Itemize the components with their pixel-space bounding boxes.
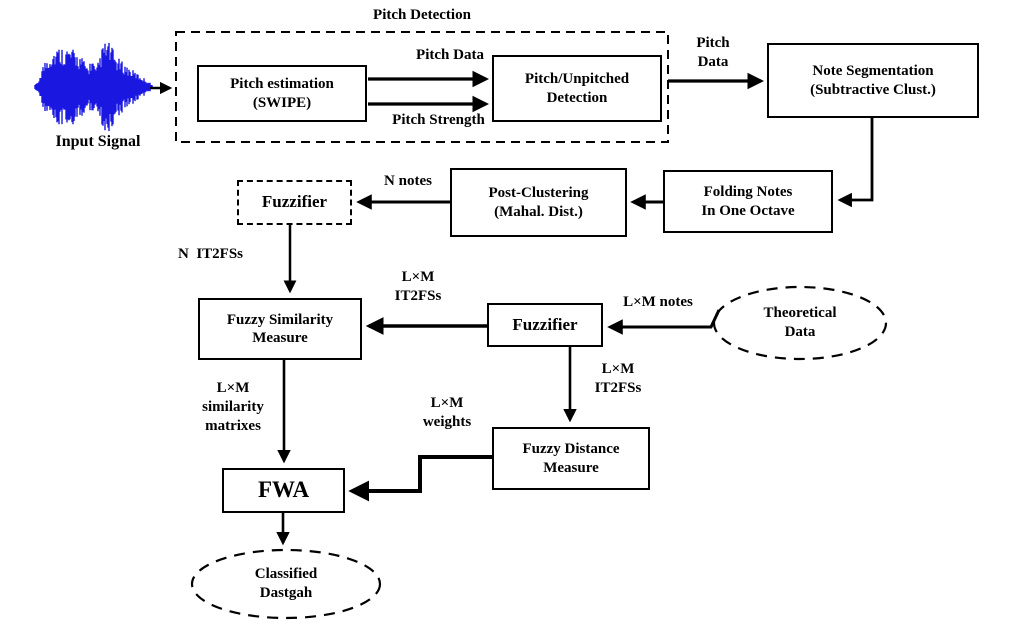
label-lm-it2fss-to-distance-line1: L×M <box>601 361 635 377</box>
node-pitch-estimation: Pitch estimation (SWIPE) <box>197 65 367 122</box>
node-note-segmentation-line1: Note Segmentation <box>812 63 934 80</box>
label-lm-similarity-line1: L×M <box>216 380 250 396</box>
node-pitch-unpitched-line2: Detection <box>546 89 608 106</box>
node-fuzzy-distance-line1: Fuzzy Distance <box>522 441 620 458</box>
label-n-notes: N notes <box>384 173 432 189</box>
label-pitch-data-right-line2: Data <box>697 54 729 71</box>
node-theoretical-data-line1: Theoretical <box>763 305 837 322</box>
node-fuzzy-distance-measure: Fuzzy Distance Measure <box>492 427 650 490</box>
audio-waveform-path <box>34 42 153 132</box>
node-classified-dastgah: Classified Dastgah <box>206 557 366 611</box>
label-lm-similarity-line3: matrixes <box>205 418 261 435</box>
label-pitch-data-top: Pitch Data <box>416 47 484 63</box>
node-post-clustering-line2: (Mahal. Dist.) <box>494 203 583 220</box>
node-fuzzifier-input: Fuzzifier <box>237 180 352 225</box>
classified-dastgah-ellipse <box>190 548 382 620</box>
node-folding-notes: Folding Notes In One Octave <box>663 170 833 233</box>
label-lm-weights-line1: L×M <box>430 395 464 411</box>
node-pitch-unpitched-line1: Pitch/Unpitched <box>524 71 630 88</box>
label-lm-it2fss-to-similarity-line2: IT2FSs <box>394 288 442 305</box>
label-pitch-data-right: Pitch Data <box>682 34 744 72</box>
node-pitch-estimation-line1: Pitch estimation <box>230 76 334 93</box>
label-lm-weights: L×M weights <box>407 394 487 432</box>
node-fuzzy-distance-line2: Measure <box>543 459 599 476</box>
node-post-clustering-line1: Post-Clustering <box>488 185 589 202</box>
label-lm-it2fss-to-distance: L×M IT2FSs <box>582 360 654 398</box>
arrow-theoretical-to-fuzzifier2 <box>607 309 721 335</box>
node-note-segmentation-line2: (Subtractive Clust.) <box>810 81 936 98</box>
node-fwa-label: FWA <box>257 477 310 503</box>
node-fuzzifier-theoretical: Fuzzifier <box>487 303 603 347</box>
node-fuzzifier-input-label: Fuzzifier <box>261 192 328 212</box>
node-theoretical-data: Theoretical Data <box>724 295 876 351</box>
node-fuzzy-similarity-line1: Fuzzy Similarity <box>226 311 334 328</box>
node-classified-dastgah-line1: Classified <box>254 566 318 583</box>
node-fuzzy-similarity-line2: Measure <box>252 330 308 346</box>
pitch-detection-group-box <box>175 31 669 143</box>
node-fuzzy-similarity-measure: Fuzzy Similarity Measure <box>198 298 362 360</box>
pitch-detection-group-title: Pitch Detection <box>373 7 471 23</box>
node-theoretical-data-line2: Data <box>784 324 816 340</box>
node-pitch-unpitched-detection: Pitch/Unpitched Detection <box>492 55 662 122</box>
label-lm-similarity-matrixes: L×M similarity matrixes <box>189 379 277 437</box>
node-post-clustering: Post-Clustering (Mahal. Dist.) <box>450 168 627 237</box>
label-lm-it2fss-to-similarity-line1: L×M <box>401 269 435 285</box>
label-lm-weights-line2: weights <box>422 414 472 431</box>
node-classified-dastgah-line2: Dastgah <box>259 585 313 601</box>
input-signal-caption: Input Signal <box>55 133 141 150</box>
label-lm-it2fss-to-similarity: L×M IT2FSs <box>384 268 452 306</box>
label-lm-notes: L×M notes <box>623 294 693 310</box>
label-lm-similarity-line2: similarity <box>202 399 264 416</box>
label-lm-it2fss-to-distance-line2: IT2FSs <box>594 380 642 397</box>
label-pitch-strength: Pitch Strength <box>392 112 485 128</box>
node-folding-notes-line1: Folding Notes <box>703 184 793 201</box>
node-pitch-estimation-line2: (SWIPE) <box>252 94 312 111</box>
label-n-it2fss: N IT2FSs <box>178 246 244 262</box>
arrow-distance-to-fwa <box>348 455 492 502</box>
label-pitch-data-right-line1: Pitch <box>696 35 730 51</box>
node-fwa: FWA <box>222 468 345 513</box>
node-note-segmentation: Note Segmentation (Subtractive Clust.) <box>767 43 979 118</box>
node-folding-notes-line2: In One Octave <box>701 202 795 219</box>
node-fuzzifier-theoretical-label: Fuzzifier <box>512 314 578 334</box>
arrow-noteseg-to-folding <box>837 118 874 208</box>
